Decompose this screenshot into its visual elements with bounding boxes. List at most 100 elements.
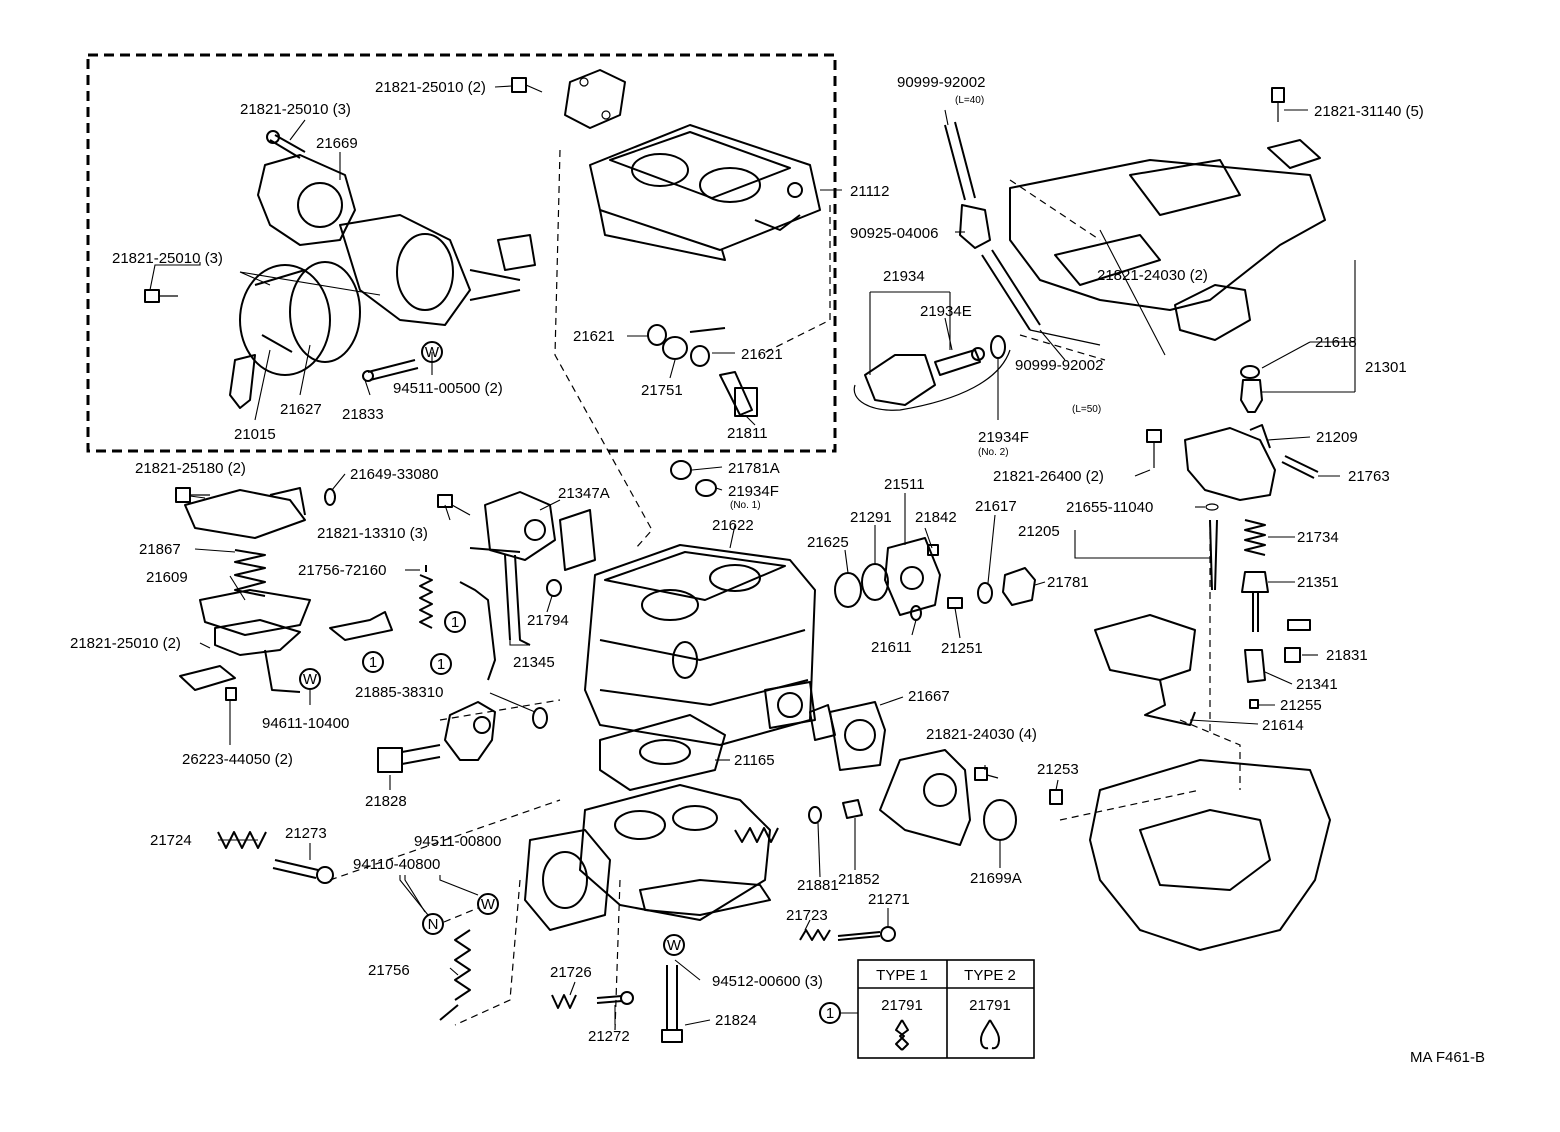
manifold-bracket <box>1009 159 1326 311</box>
type-table-part-2: 21791 <box>969 997 1011 1014</box>
upper-assembly-dashed-frame <box>86 53 837 453</box>
spring-21726 <box>551 994 577 1009</box>
ring-21611 <box>910 605 922 621</box>
washer-marker-94511-00500: W <box>421 341 443 363</box>
label-26223-44050: 26223-44050 (2) <box>182 751 293 768</box>
part-21881 <box>808 806 822 824</box>
part-21852 <box>842 799 863 819</box>
svg-text:1: 1 <box>826 1005 834 1022</box>
label-21833: 21833 <box>342 406 384 423</box>
label-21734: 21734 <box>1297 529 1339 546</box>
label-21341: 21341 <box>1296 676 1338 693</box>
label-21824: 21824 <box>715 1012 757 1029</box>
lever-plate <box>444 701 496 761</box>
gasket-21165 <box>599 714 726 791</box>
label-21831: 21831 <box>1326 647 1368 664</box>
label-90999-92002-l40: 90999-92002 <box>897 74 985 91</box>
label-21301: 21301 <box>1365 359 1407 376</box>
label-no2: (No. 2) <box>978 447 1009 458</box>
label-21724: 21724 <box>150 832 192 849</box>
clip-type-1-icon <box>895 1019 909 1051</box>
intake-manifold-lower <box>1089 759 1331 951</box>
label-21852: 21852 <box>838 871 880 888</box>
part-21341-and-21255 <box>1244 619 1311 709</box>
label-94512-00600: 94512-00600 (3) <box>712 973 823 990</box>
type-table-frame <box>857 959 1035 1059</box>
label-94110-40800: 94110-40800 <box>353 856 440 873</box>
label-21347a: 21347A <box>558 485 610 502</box>
bolt-21821-26400 <box>1146 429 1162 468</box>
washer-21885 <box>532 707 548 729</box>
switch-21934 <box>864 347 985 406</box>
washer-21794 <box>546 579 562 597</box>
label-21811: 21811 <box>727 425 768 442</box>
bolt-21824 <box>661 965 683 1043</box>
svg-text:W: W <box>425 344 440 361</box>
label-21625: 21625 <box>807 534 849 551</box>
label-21781: 21781 <box>1047 574 1089 591</box>
washer-marker-94511-00800: W <box>477 893 499 915</box>
screw-21272 <box>596 991 634 1005</box>
vsv-90925 <box>959 204 991 249</box>
bolt-21821-upper <box>266 130 306 159</box>
label-21699a: 21699A <box>970 870 1022 887</box>
label-21209: 21209 <box>1316 429 1358 446</box>
throttle-bracket-21614 <box>1094 614 1196 726</box>
label-21881: 21881 <box>797 877 839 894</box>
plug-21253 <box>1049 789 1063 805</box>
pin-21763 <box>1281 455 1319 479</box>
bolt-21821-24030-4 <box>974 767 999 781</box>
label-21621-left: 21621 <box>573 328 615 345</box>
choke-housing-21669 <box>257 154 536 326</box>
label-94611-10400: 94611-10400 <box>262 715 349 732</box>
label-21112: 21112 <box>850 183 890 200</box>
bracket-26223 <box>179 665 237 701</box>
label-21165: 21165 <box>734 752 775 769</box>
plunger-21351 <box>1241 571 1269 632</box>
label-21345: 21345 <box>513 654 555 671</box>
label-21253: 21253 <box>1037 761 1079 778</box>
sensor-21301 <box>1240 365 1263 413</box>
bracket-guide-line <box>1009 179 1106 361</box>
label-21821-13310: 21821-13310 (3) <box>317 525 428 542</box>
plug-21781 <box>1002 567 1036 606</box>
bolt-21821-25180 <box>175 487 210 503</box>
label-90925-04006: 90925-04006 <box>850 225 938 242</box>
clip-type-2-icon <box>980 1019 1000 1050</box>
plate-21511 <box>884 537 941 616</box>
washer-marker-94611-10400: W <box>299 668 321 690</box>
svg-text:W: W <box>303 671 318 688</box>
label-21821-25010-2-left: 21821-25010 (2) <box>70 635 181 652</box>
needle-valve-set <box>647 324 758 417</box>
hose-90999-l40 <box>944 121 976 201</box>
lever-21015 <box>229 354 256 409</box>
ref-marker-1-c: 1 <box>430 653 452 675</box>
label-21015: 21015 <box>234 426 276 443</box>
actuator-21209 <box>1184 424 1276 501</box>
label-21621-right: 21621 <box>741 346 783 363</box>
label-21751: 21751 <box>641 382 683 399</box>
part-labels: 21821-25010 (2) 21821-25010 (3) 21669 21… <box>70 74 1424 1045</box>
label-21821-26400: 21821-26400 (2) <box>993 468 1104 485</box>
diaphragm-21627 <box>239 261 361 376</box>
label-21821-25010-2-top: 21821-25010 (2) <box>375 79 486 96</box>
label-21649-33080: 21649-33080 <box>350 466 438 483</box>
label-21934f-no1: 21934F <box>728 483 779 500</box>
washer-marker-94512-00600: W <box>663 934 685 956</box>
linkage-guide-line <box>329 699 561 881</box>
label-21273: 21273 <box>285 825 327 842</box>
air-horn-21112 <box>589 124 821 261</box>
leader-lines <box>149 85 1356 1026</box>
spring-21756-72160 <box>419 565 433 629</box>
svg-text:1: 1 <box>451 614 459 631</box>
label-21351: 21351 <box>1297 574 1339 591</box>
diaphragm-21291 <box>861 563 889 601</box>
svg-text:W: W <box>667 937 682 954</box>
washer-21934f-no2 <box>990 335 1006 359</box>
svg-text:W: W <box>481 896 496 913</box>
label-90999-92002-l50: 90999-92002 <box>1015 357 1103 374</box>
lower-guide-line <box>454 879 621 1031</box>
label-21934: 21934 <box>883 268 925 285</box>
label-21756: 21756 <box>368 962 410 979</box>
